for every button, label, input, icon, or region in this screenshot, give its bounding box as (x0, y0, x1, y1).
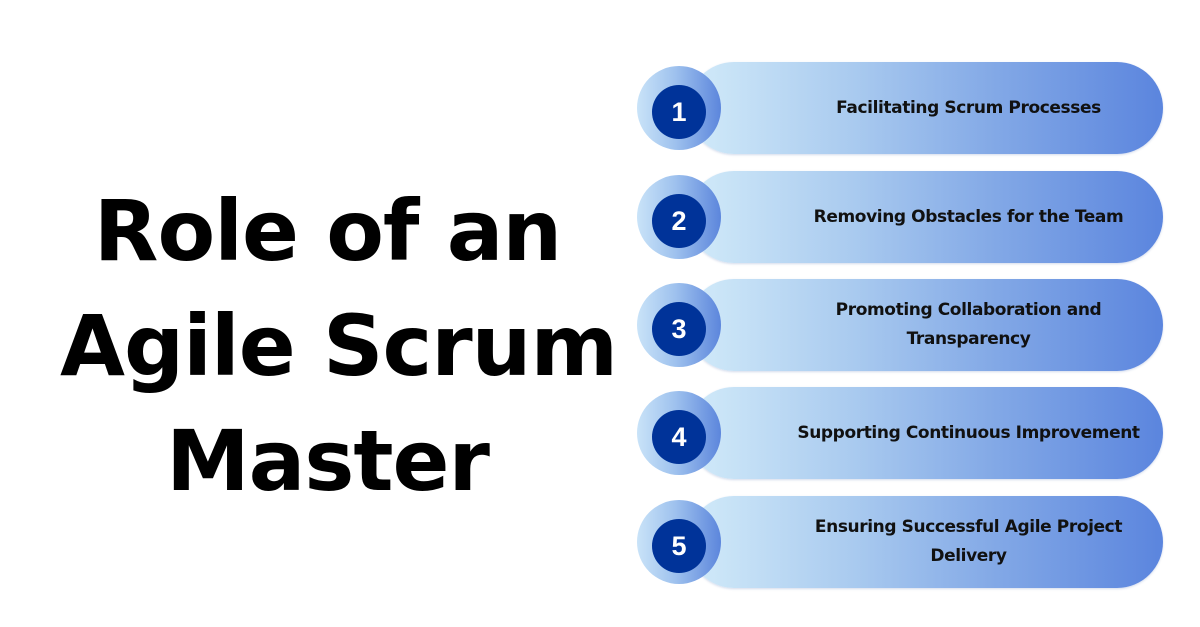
item-label: Promoting Collaboration and Transparency (835, 300, 1102, 349)
list-item-4: Supporting Continuous Improvement 4 (636, 387, 1166, 479)
number-badge: 3 (652, 302, 706, 356)
number-ring: 1 (637, 66, 721, 150)
number-badge: 4 (652, 410, 706, 464)
item-label: Ensuring Successful Agile Project Delive… (814, 517, 1123, 566)
list-item-2: Removing Obstacles for the Team 2 (636, 171, 1166, 263)
number-ring: 5 (637, 500, 721, 584)
item-label: Facilitating Scrum Processes (836, 97, 1101, 118)
list-item-1: Facilitating Scrum Processes 1 (636, 62, 1166, 154)
title-line-3: Master (166, 412, 490, 510)
item-label: Supporting Continuous Improvement (797, 422, 1140, 443)
number-badge: 2 (652, 194, 706, 248)
page-title: Role of an Agile Scrum Master (60, 174, 618, 519)
number-ring: 4 (637, 391, 721, 475)
number-badge: 5 (652, 519, 706, 573)
item-pill: Ensuring Successful Agile Project Delive… (688, 496, 1163, 588)
number-badge: 1 (652, 85, 706, 139)
item-pill: Promoting Collaboration and Transparency (688, 279, 1163, 371)
item-pill: Supporting Continuous Improvement (688, 387, 1163, 479)
item-label: Removing Obstacles for the Team (813, 206, 1124, 227)
number-ring: 2 (637, 175, 721, 259)
item-pill: Removing Obstacles for the Team (688, 171, 1163, 263)
item-pill: Facilitating Scrum Processes (688, 62, 1163, 154)
list-item-3: Promoting Collaboration and Transparency… (636, 279, 1166, 371)
number-ring: 3 (637, 283, 721, 367)
title-line-2: Agile Scrum (60, 297, 618, 395)
title-line-1: Role of an (93, 182, 562, 280)
list-item-5: Ensuring Successful Agile Project Delive… (636, 496, 1166, 588)
